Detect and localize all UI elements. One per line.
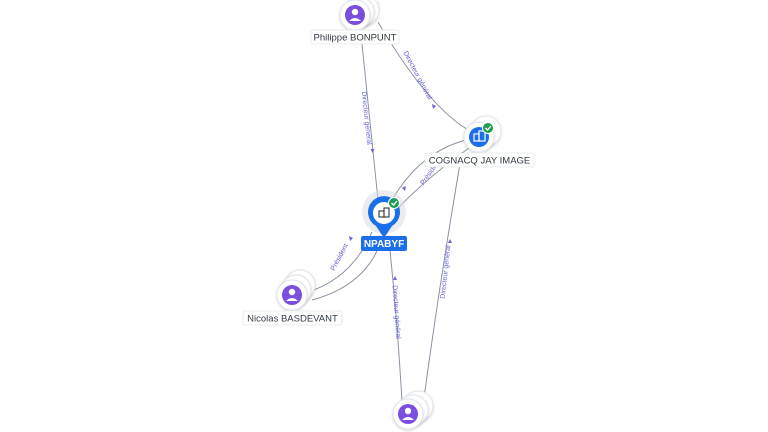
node-philippe-bonpunt[interactable]: Philippe BONPUNT <box>310 0 400 45</box>
building-icon <box>378 207 390 218</box>
edge-label-philippe-npabyf: Directeur général <box>360 91 373 146</box>
arrow-icon <box>393 276 397 280</box>
arrow-icon <box>432 104 436 109</box>
node-npabyf[interactable]: NPABYF <box>361 190 407 251</box>
person-icon <box>282 285 302 305</box>
node-label-philippe: Philippe BONPUNT <box>314 33 397 44</box>
edge-cognacq-bottom[interactable] <box>423 151 463 399</box>
edge-philippe-npabyf[interactable] <box>361 43 379 201</box>
edge-label-philippe-cognacq: Directeur général <box>401 50 433 101</box>
node-nicolas-basdevant[interactable]: Nicolas BASDEVANT <box>242 269 343 326</box>
edge-label-cognacq-bottom: Directeur général <box>440 245 453 300</box>
node-label-npabyf: NPABYF <box>364 239 404 250</box>
edge-nicolas-npabyf-2[interactable] <box>311 243 381 301</box>
node-cognacq-jay-image[interactable]: COGNACQ JAY IMAGE <box>424 115 535 168</box>
edge-label-npabyf-bottom: Directeur général <box>391 285 402 339</box>
edge-cognacq-npabyf[interactable] <box>391 139 467 201</box>
edge-cognacq-npabyf-2[interactable] <box>397 145 473 209</box>
arrow-icon <box>402 186 406 191</box>
verified-check-icon <box>482 122 494 134</box>
node-label-cognacq: COGNACQ JAY IMAGE <box>429 156 531 167</box>
edge-npabyf-bottom[interactable] <box>389 249 403 403</box>
node-label-nicolas: Nicolas BASDEVANT <box>247 314 338 325</box>
arrow-icon <box>448 239 452 243</box>
node-bottom-person[interactable] <box>392 390 434 430</box>
edge-label-nicolas-npabyf: Président <box>330 243 350 272</box>
person-icon <box>398 404 418 424</box>
verified-check-icon <box>388 197 400 209</box>
person-icon <box>345 5 365 25</box>
arrow-icon <box>349 236 353 241</box>
arrow-icon <box>370 149 375 153</box>
